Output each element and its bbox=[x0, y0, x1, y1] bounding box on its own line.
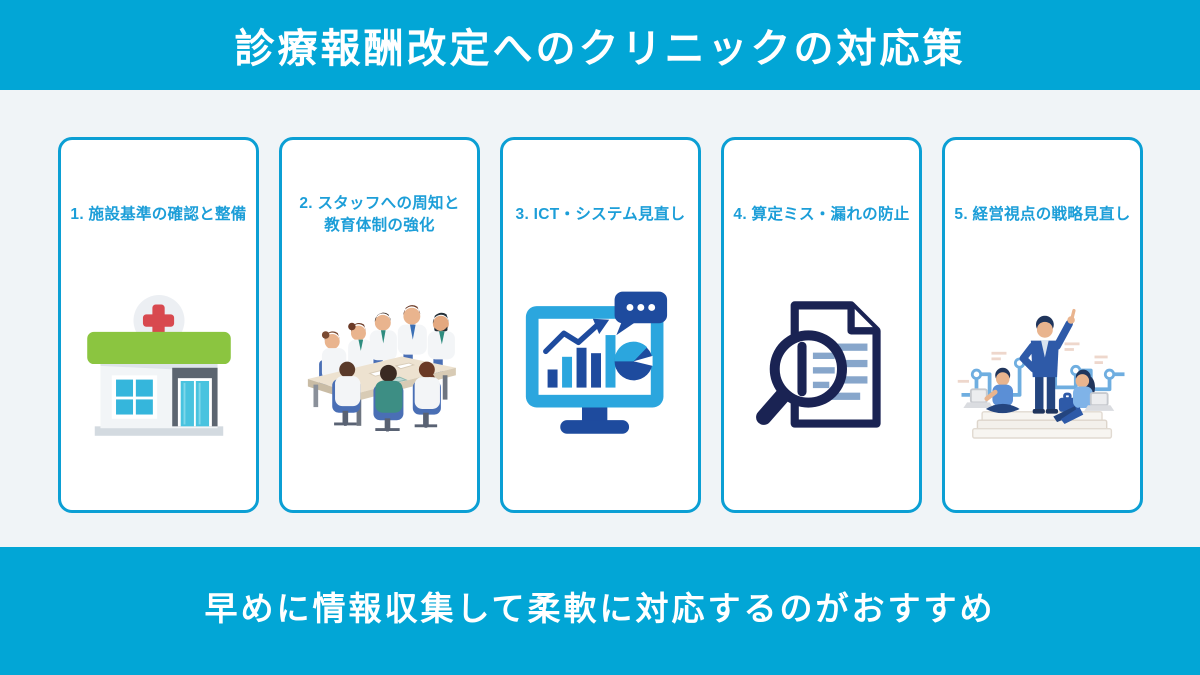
business-strategy-icon bbox=[957, 308, 1125, 439]
card-title-line: 1. 施設基準の確認と整備 bbox=[70, 205, 247, 223]
card-ict-system: 3. ICT・システム見直し bbox=[500, 137, 701, 513]
card-illustration bbox=[515, 246, 687, 510]
card-facility-standards: 1. 施設基準の確認と整備 bbox=[58, 137, 259, 513]
card-illustration bbox=[740, 246, 904, 510]
card-title-line: 4. 算定ミス・漏れの防止 bbox=[733, 205, 910, 223]
card-staff-training: 2. スタッフへの周知と 教育体制の強化 bbox=[279, 137, 480, 513]
cards-row: 1. 施設基準の確認と整備 bbox=[58, 137, 1143, 513]
card-illustration bbox=[291, 246, 469, 510]
staff-meeting-icon bbox=[307, 305, 456, 432]
footer-banner: 早めに情報収集して柔軟に対応するのがおすすめ bbox=[0, 547, 1200, 675]
card-management-strategy: 5. 経営視点の戦略見直し bbox=[942, 137, 1143, 513]
page-title: 診療報酬改定へのクリニックの対応策 bbox=[234, 27, 966, 71]
card-title: 1. 施設基準の確認と整備 bbox=[70, 184, 246, 246]
clinic-building-icon bbox=[86, 295, 231, 436]
card-title-line: 2. スタッフへの周知と bbox=[299, 194, 460, 212]
card-title-line: 教育体制の強化 bbox=[324, 217, 435, 234]
card-illustration bbox=[954, 246, 1132, 510]
card-title: 2. スタッフへの周知と 教育体制の強化 bbox=[299, 184, 459, 246]
card-title: 4. 算定ミス・漏れの防止 bbox=[733, 184, 909, 246]
header-banner: 診療報酬改定へのクリニックの対応策 bbox=[0, 0, 1200, 90]
card-title: 5. 経営視点の戦略見直し bbox=[954, 184, 1130, 246]
card-illustration bbox=[74, 246, 244, 510]
ict-dashboard-icon bbox=[525, 291, 667, 434]
cards-section: 1. 施設基準の確認と整備 bbox=[0, 90, 1200, 547]
card-title: 3. ICT・システム見直し bbox=[516, 184, 686, 246]
card-title-line: 5. 経営視点の戦略見直し bbox=[954, 205, 1131, 223]
card-title-line: 3. ICT・システム見直し bbox=[515, 205, 686, 223]
card-billing-error-prevention: 4. 算定ミス・漏れの防止 bbox=[721, 137, 922, 513]
footer-message: 早めに情報収集して柔軟に対応するのがおすすめ bbox=[204, 590, 996, 627]
magnifier-document-icon bbox=[755, 301, 881, 428]
